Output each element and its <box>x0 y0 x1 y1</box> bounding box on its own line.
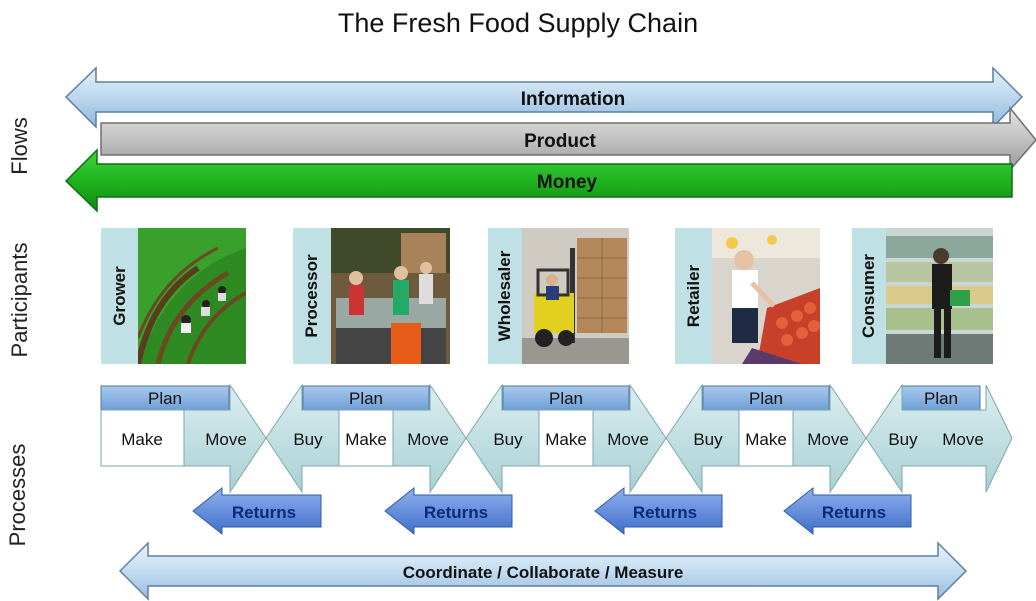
retailer-photo <box>712 228 820 364</box>
plan-bar <box>502 385 630 411</box>
participant-processor: Processor <box>293 228 450 364</box>
process-block-consumer: Plan Buy Move <box>865 383 1013 494</box>
make-box <box>100 409 185 467</box>
participant-retailer: Retailer <box>675 228 820 364</box>
plan-bar <box>100 385 230 411</box>
process-block-wholesaler: Plan Buy Make Move <box>465 383 667 494</box>
consumer-photo <box>886 228 993 364</box>
participant-label: Wholesaler <box>495 250 514 342</box>
participant-label: Grower <box>109 266 129 326</box>
participant-wholesaler: Wholesaler <box>488 228 629 364</box>
buy-label: Buy <box>293 430 323 449</box>
make-box <box>338 409 394 467</box>
participant-grower: Grower <box>101 228 246 364</box>
diagram-title: The Fresh Food Supply Chain <box>337 8 699 38</box>
plan-label: Plan <box>924 389 958 408</box>
make-box <box>738 409 794 467</box>
process-block-processor: Plan Buy Make Move <box>265 383 467 494</box>
returns-label: Returns <box>822 503 886 522</box>
plan-bar <box>302 385 430 411</box>
make-label: Make <box>121 430 163 449</box>
plan-label: Plan <box>349 389 383 408</box>
move-label: Move <box>205 430 247 449</box>
participant-label: Consumer <box>859 253 878 339</box>
money-flow-arrow: Money <box>64 148 1013 213</box>
make-box <box>538 409 594 467</box>
plan-label: Plan <box>148 389 182 408</box>
plan-label: Plan <box>549 389 583 408</box>
returns-arrow: Returns <box>192 486 322 536</box>
make-label: Make <box>345 430 387 449</box>
participant-label-strip: Processor <box>293 228 331 364</box>
move-label: Move <box>807 430 849 449</box>
buy-label: Buy <box>888 430 918 449</box>
product-flow-arrow: Product <box>100 105 1036 173</box>
plan-label: Plan <box>749 389 783 408</box>
buy-label: Buy <box>493 430 523 449</box>
participant-label-strip: Wholesaler <box>488 228 522 364</box>
make-label: Make <box>545 430 587 449</box>
move-label: Move <box>607 430 649 449</box>
participant-label-strip: Grower <box>101 228 138 364</box>
participant-label-strip: Retailer <box>675 228 712 364</box>
returns-arrow: Returns <box>783 486 912 536</box>
move-label: Move <box>407 430 449 449</box>
returns-arrow: Returns <box>384 486 513 536</box>
participant-label-strip: Consumer <box>852 228 886 364</box>
participant-label: Processor <box>302 254 321 338</box>
plan-bar <box>702 385 830 411</box>
returns-label: Returns <box>424 503 488 522</box>
move-label: Move <box>942 430 984 449</box>
grower-photo <box>138 228 246 364</box>
wholesaler-photo <box>522 228 629 364</box>
information-flow-arrow: Information <box>64 66 1024 129</box>
participant-label: Retailer <box>683 264 703 328</box>
information-flow-label: Information <box>521 89 626 110</box>
process-block-retailer: Plan Buy Make Move <box>665 383 867 494</box>
returns-label: Returns <box>633 503 697 522</box>
participant-consumer: Consumer <box>852 228 993 364</box>
coordinate-label: Coordinate / Collaborate / Measure <box>403 563 684 582</box>
returns-label: Returns <box>232 503 296 522</box>
make-label: Make <box>745 430 787 449</box>
processor-photo <box>331 228 450 364</box>
product-flow-label: Product <box>524 131 596 152</box>
buy-label: Buy <box>693 430 723 449</box>
process-block-grower: Plan Make Move <box>100 383 267 494</box>
returns-arrow: Returns <box>594 486 723 536</box>
money-flow-label: Money <box>537 172 598 193</box>
coordinate-arrow: Coordinate / Collaborate / Measure <box>118 541 968 601</box>
